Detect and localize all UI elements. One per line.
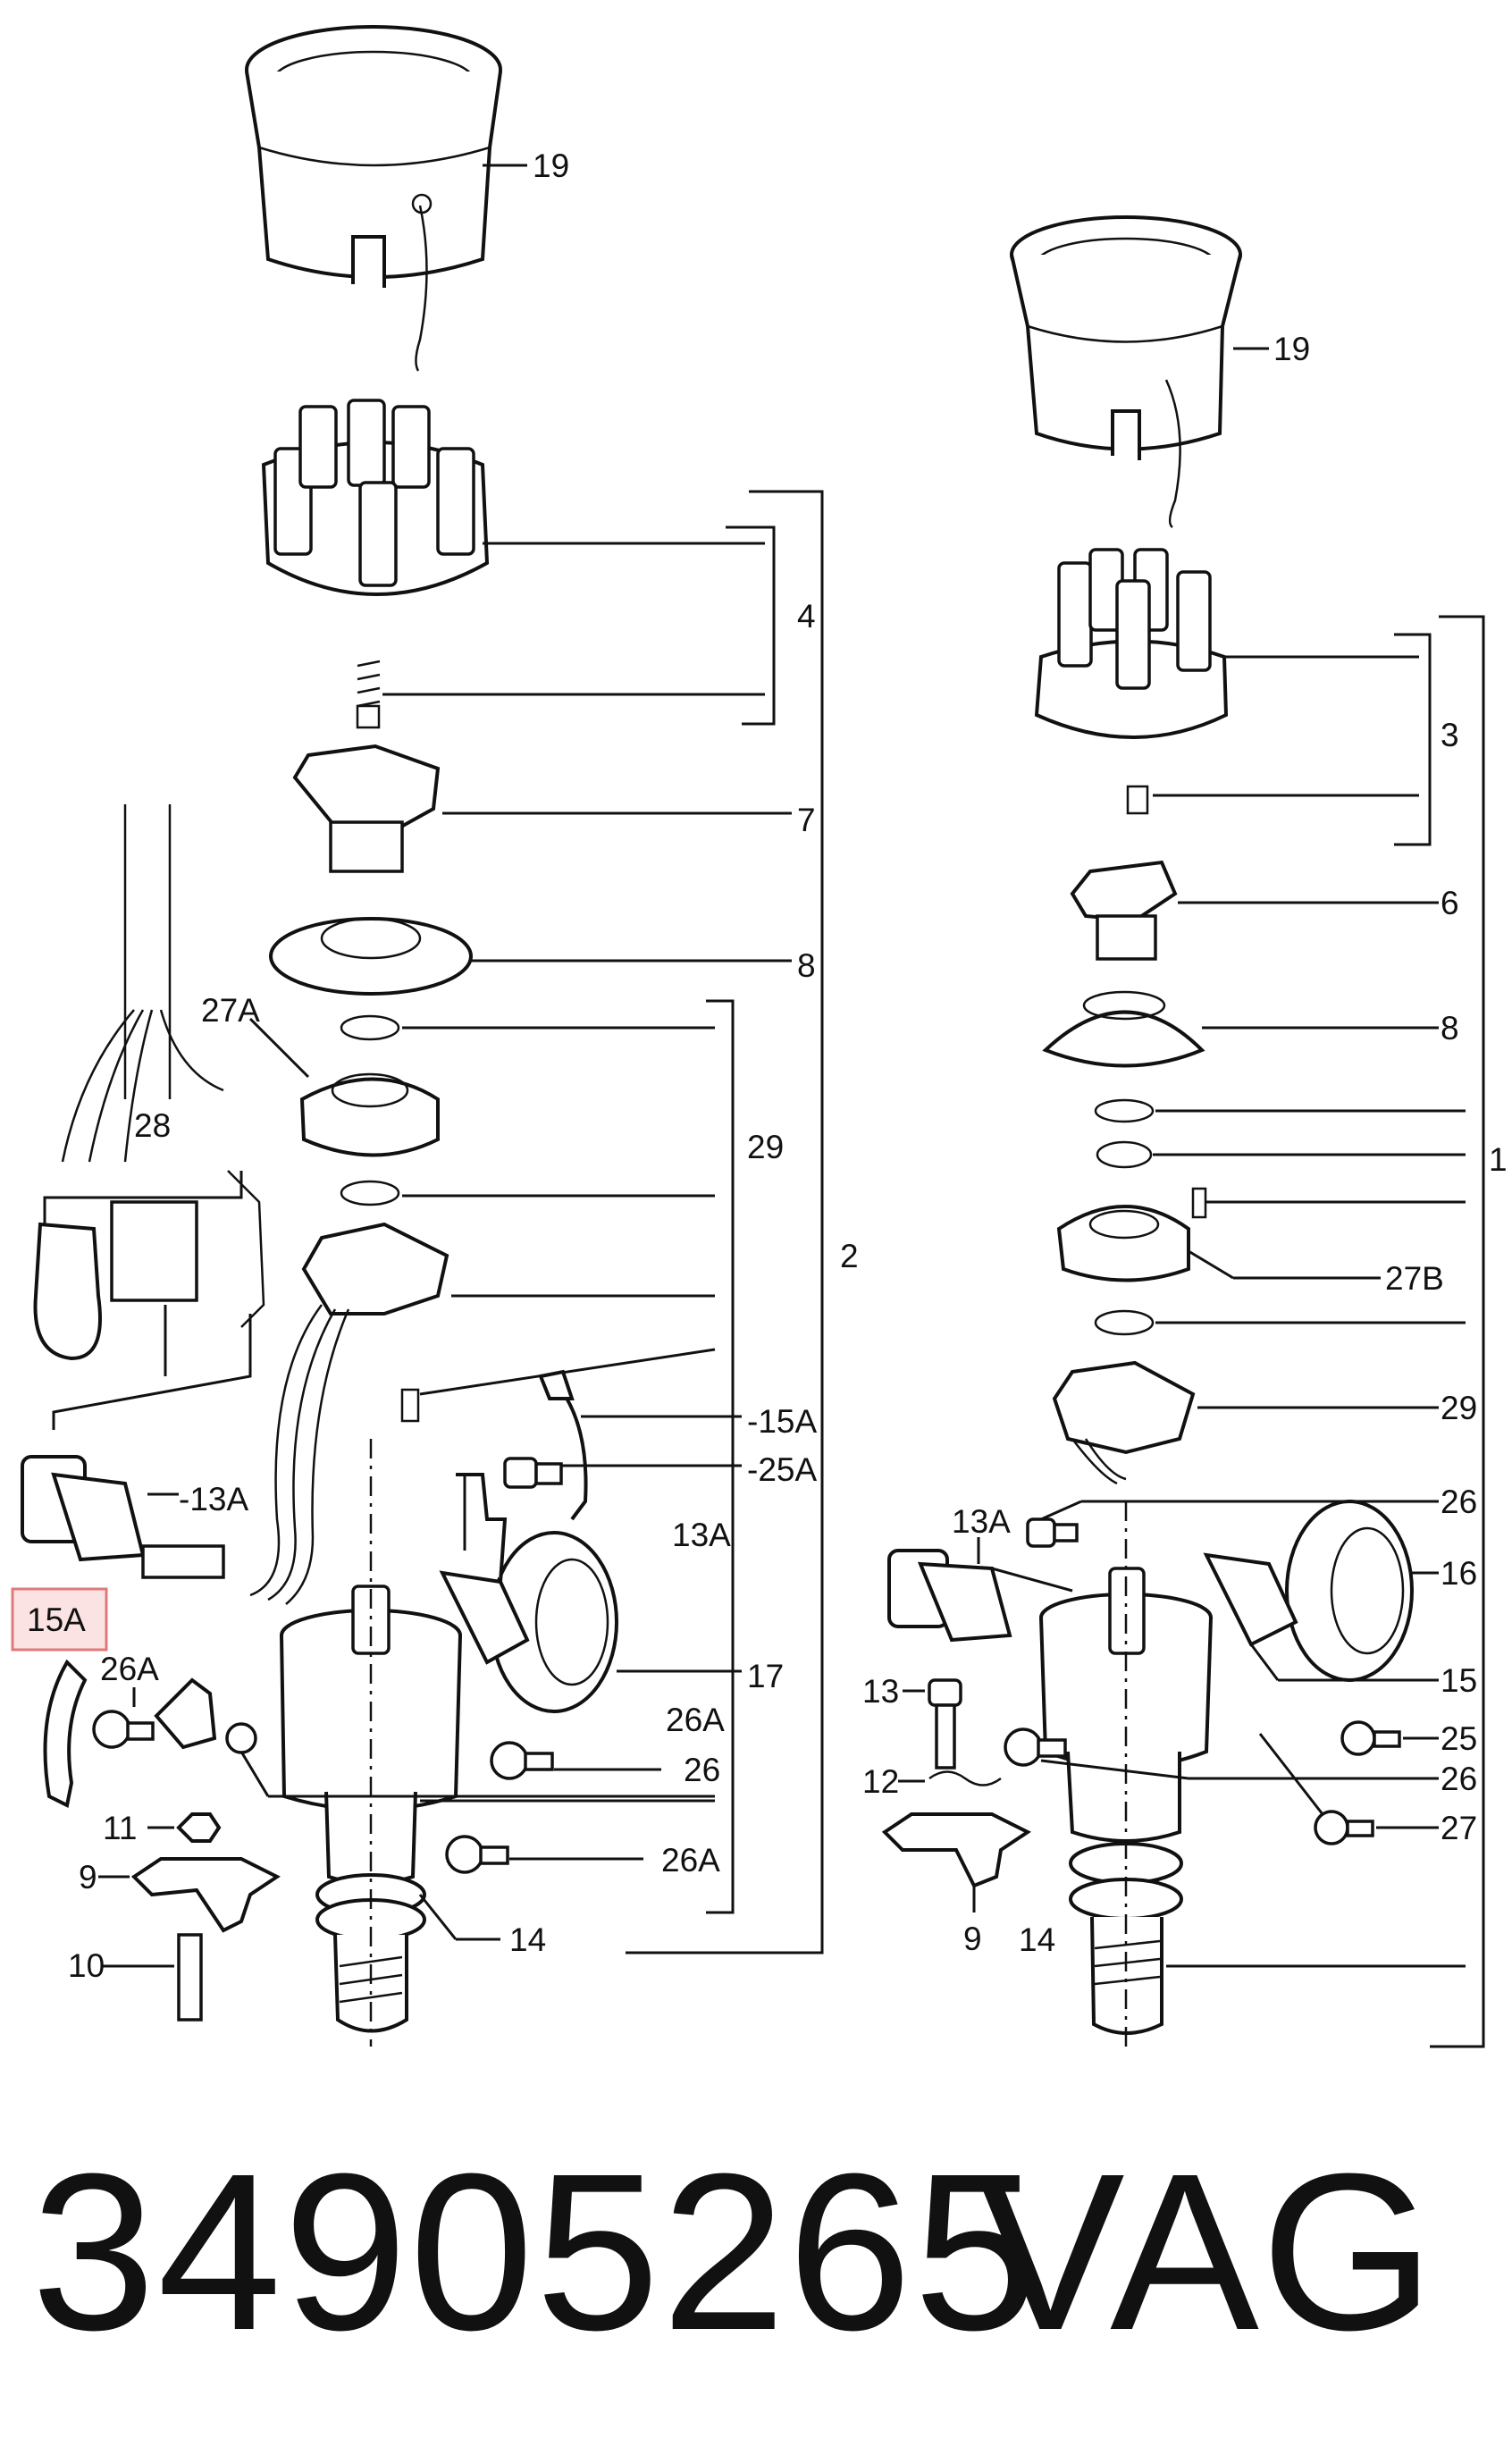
label-10: 10: [68, 1947, 105, 1984]
right-screw-13a: [1026, 1500, 1439, 1548]
label-7: 7: [797, 802, 816, 838]
label-15a-highlighted: 15A: [27, 1601, 86, 1638]
label-27b: 27B: [1385, 1260, 1444, 1297]
left-vacuum-unit: [439, 1531, 742, 1713]
left-rotor: [292, 744, 792, 873]
label-11: 11: [103, 1810, 137, 1846]
left-small-parts: [92, 1677, 715, 2022]
label-12: 12: [862, 1763, 899, 1800]
left-breaker-plate: [248, 1017, 440, 1157]
right-connector-13a: [887, 1537, 1073, 1643]
part-number: 34905265: [31, 2127, 1040, 2376]
label-14-right: 14: [1019, 1921, 1055, 1958]
label-26-right-bottom: 26: [1441, 1761, 1477, 1797]
label-16: 16: [1441, 1555, 1477, 1592]
left-pin: [400, 1388, 420, 1423]
right-rotor: [1070, 860, 1439, 961]
label-29-right: 29: [1441, 1390, 1477, 1426]
label-4: 4: [797, 598, 816, 635]
label-3: 3: [1441, 717, 1459, 753]
left-hall-sender: [249, 1222, 715, 1605]
label-26a-top: 26A: [100, 1651, 159, 1687]
left-distributor-housing: [280, 1439, 500, 2047]
label-25-right: 25: [1441, 1720, 1477, 1757]
callout-labels: 19 4 7 8 27A 28 29 2 -15A -25A 13A -13A …: [27, 147, 1508, 1984]
right-distributor-housing: [1039, 1501, 1466, 2047]
left-retaining-clip-15a: [43, 1369, 742, 1808]
brand-name: VAG: [976, 2127, 1437, 2376]
label-27a: 27A: [201, 992, 260, 1029]
label-19-right: 19: [1273, 331, 1310, 367]
left-circlip-upper: [340, 1014, 400, 1041]
label-8-right: 8: [1441, 1010, 1459, 1047]
right-distributor-assembly: [881, 215, 1485, 2048]
left-bracket: [456, 1473, 508, 1583]
left-suppression-cover: [245, 25, 527, 372]
label-29-left: 29: [747, 1129, 784, 1165]
label-19-left: 19: [533, 147, 569, 184]
label-13a-right: 13A: [952, 1503, 1011, 1540]
label-15-right: 15: [1441, 1662, 1477, 1699]
right-circlip-lower: [1094, 1309, 1155, 1336]
label-14-left: 14: [509, 1921, 546, 1958]
label-15a-right: -15A: [747, 1403, 817, 1440]
label-25a: -25A: [747, 1451, 817, 1488]
label-13a-mid: 13A: [672, 1517, 731, 1553]
right-distributor-cap: [1034, 548, 1419, 815]
label-9-left: 9: [79, 1859, 97, 1896]
left-distributor-cap: [261, 399, 765, 729]
label-26-mid: 26: [684, 1752, 720, 1788]
label-27-right: 27: [1441, 1810, 1477, 1846]
left-distributor-assembly: [21, 25, 824, 2047]
label-17: 17: [747, 1658, 784, 1694]
left-dust-shield: [269, 917, 792, 996]
right-washer: [1096, 1140, 1153, 1169]
right-circlip-upper: [1094, 1098, 1155, 1123]
left-connector-13a: [21, 1455, 225, 1579]
label-26a-mid: 26A: [666, 1702, 725, 1738]
label-8-left: 8: [797, 947, 816, 984]
left-bracket-2: [626, 490, 824, 1954]
label-9-right: 9: [963, 1921, 982, 1957]
right-bracket-3: [1394, 633, 1432, 846]
right-hall-sender: [1052, 1360, 1439, 1485]
left-screws-26: [420, 1475, 715, 1874]
highlight-box-15a: [11, 1587, 108, 1652]
label-26-right-top: 26: [1441, 1484, 1477, 1520]
left-bracket-4: [726, 525, 776, 726]
label-2: 2: [840, 1238, 859, 1274]
left-circlip-lower: [340, 1180, 400, 1206]
label-26a-bottom: 26A: [661, 1842, 720, 1879]
label-13a-left: -13A: [179, 1481, 248, 1517]
label-13: 13: [862, 1673, 899, 1710]
left-screw-25a: [503, 1457, 742, 1489]
right-breaker-plate: [1056, 1187, 1466, 1282]
right-bracket-1: [1430, 615, 1485, 2048]
label-6: 6: [1441, 885, 1459, 921]
left-bracket-29: [706, 999, 735, 1914]
label-1: 1: [1489, 1141, 1508, 1178]
right-vacuum-unit: [1203, 1500, 1439, 1682]
right-dust-shield: [1042, 990, 1439, 1068]
label-28: 28: [134, 1107, 171, 1144]
right-small-parts: [881, 1678, 1439, 1912]
left-wiring-harness: [33, 804, 265, 1430]
right-suppression-cover: [1010, 215, 1269, 529]
